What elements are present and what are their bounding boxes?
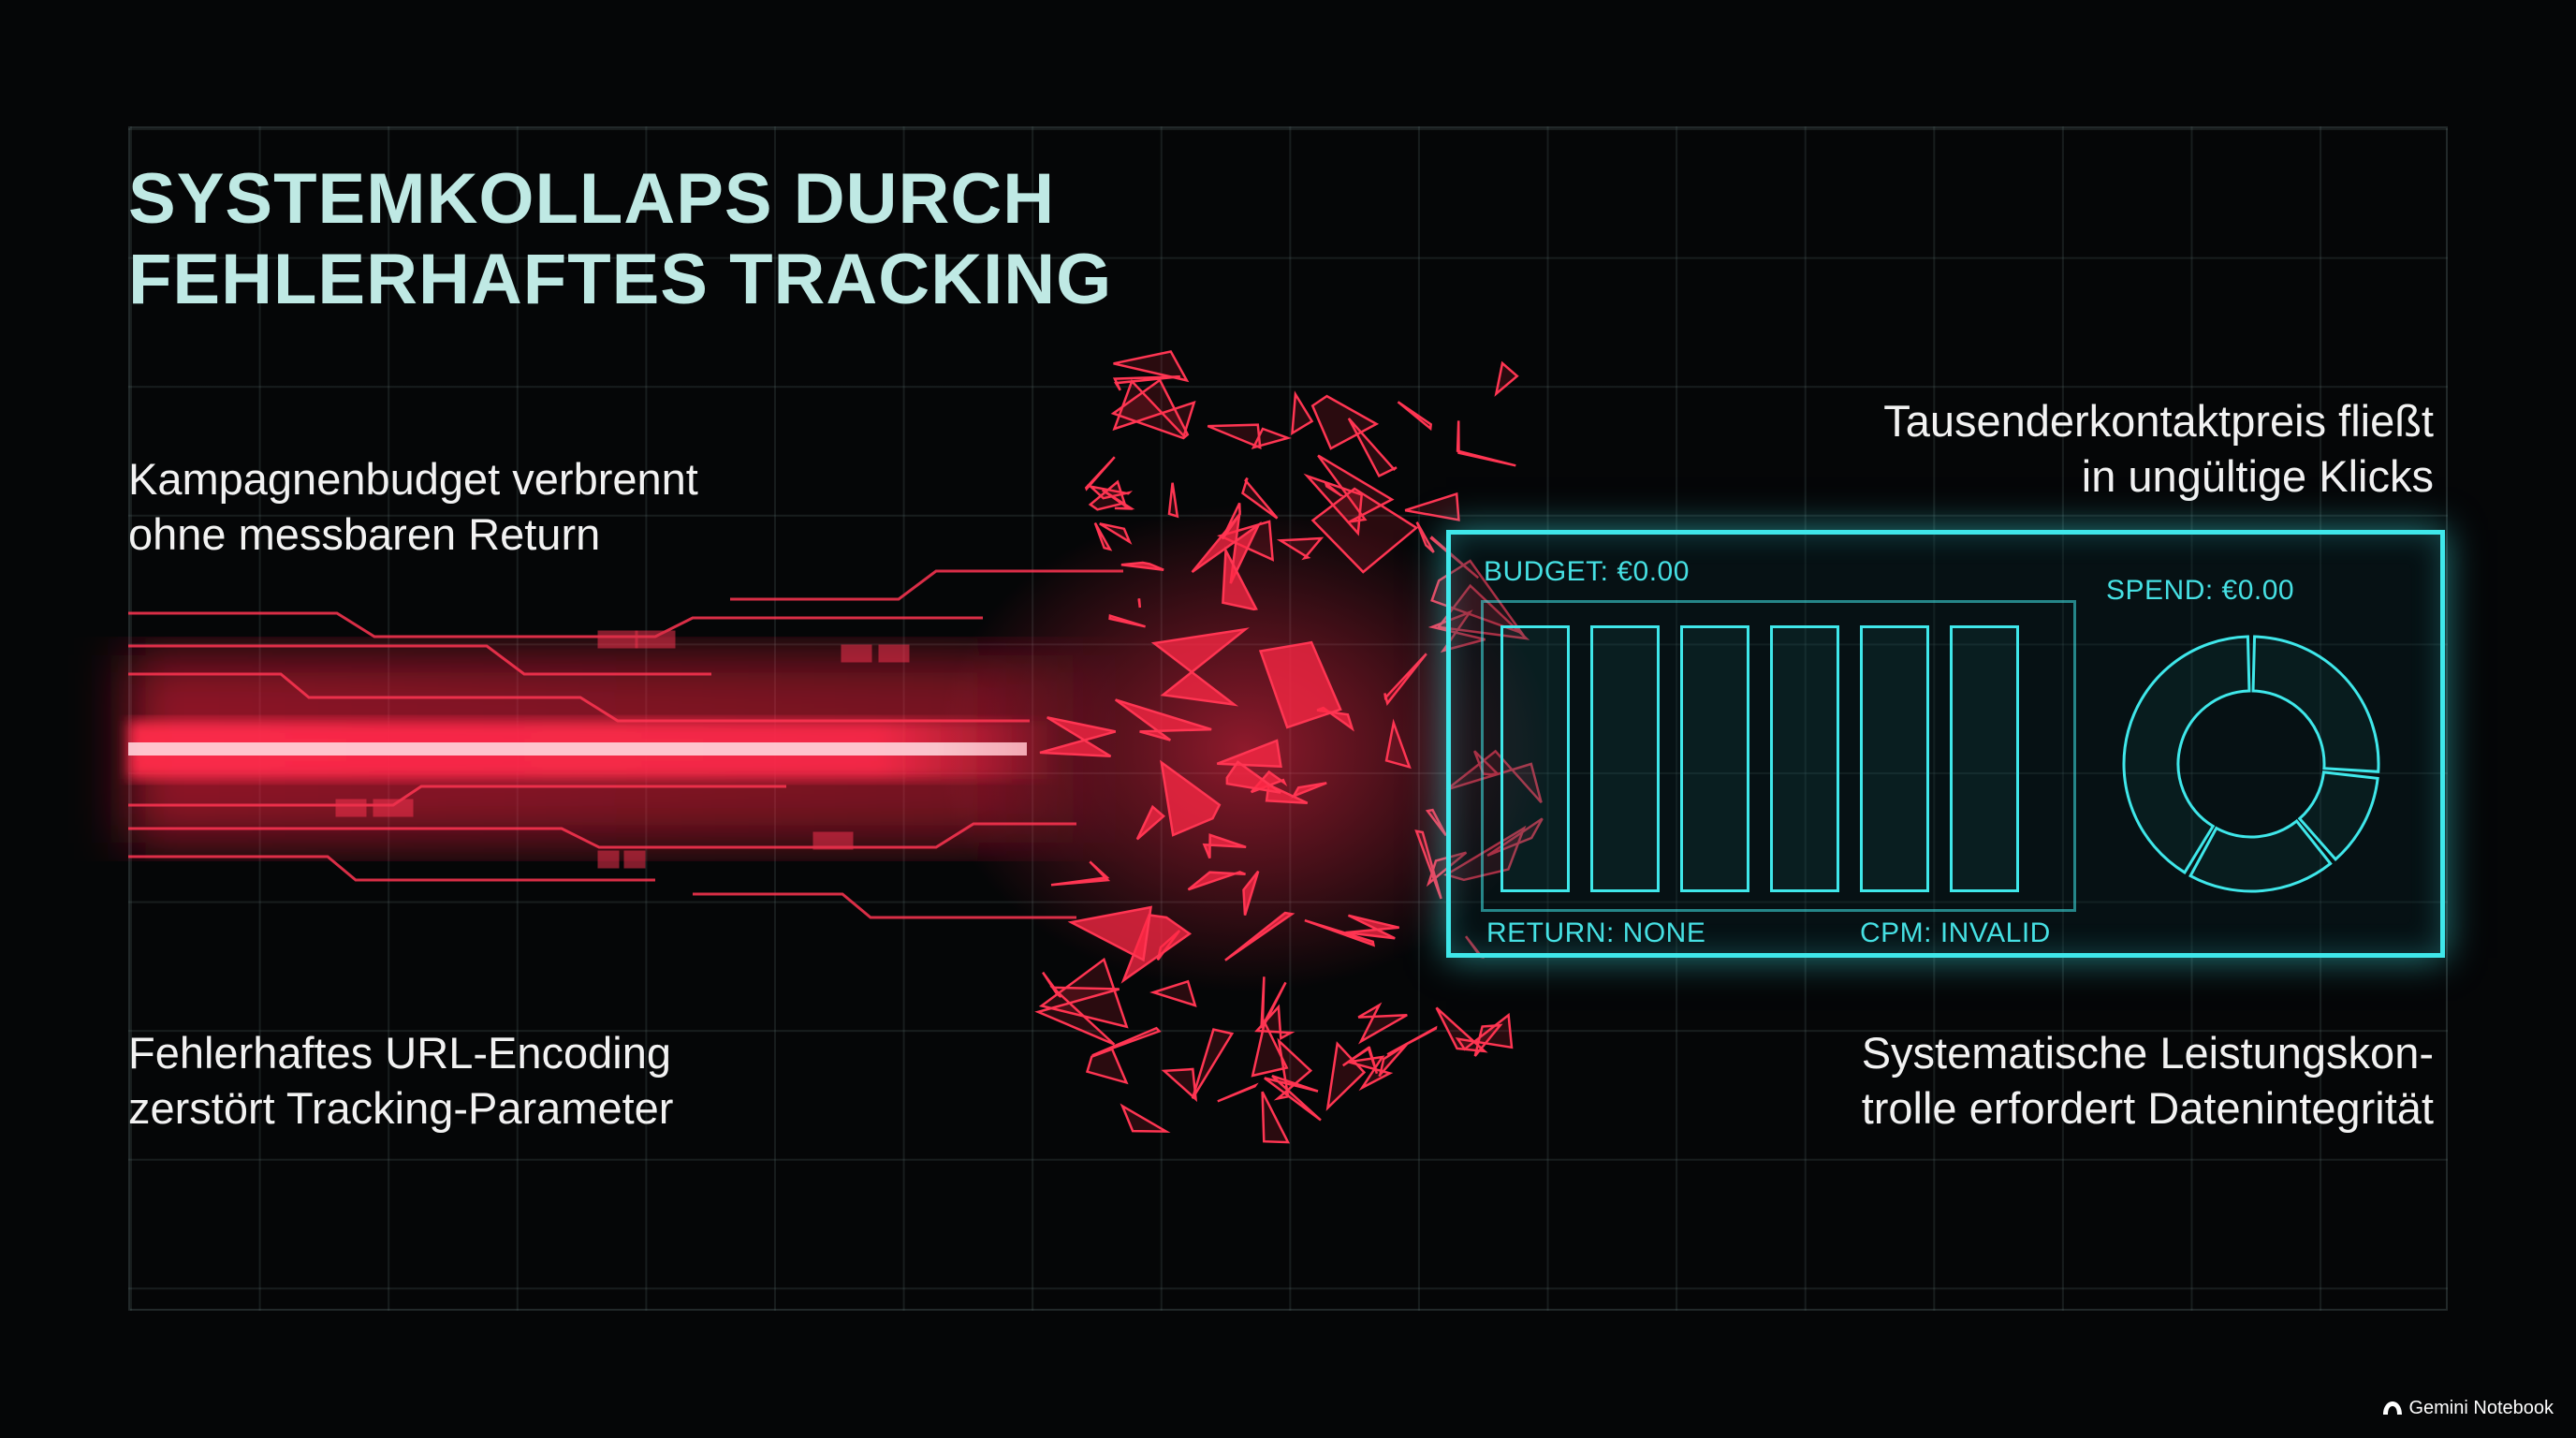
caption-line-1: Tausenderkontaktpreis fließt	[1883, 396, 2434, 446]
caption-line-2: ohne messbaren Return	[128, 509, 601, 559]
caption-line-2: zerstört Tracking-Parameter	[128, 1083, 674, 1133]
budget-readout: BUDGET: €0.00	[1484, 556, 1690, 587]
donut-segment	[2188, 818, 2333, 893]
donut-segment	[2122, 635, 2251, 875]
caption-line-1: Systematische Leistungskon-	[1861, 1028, 2434, 1078]
caption-data-integrity: Systematische Leistungskon- trolle erfor…	[1404, 1025, 2434, 1136]
empty-bar	[1680, 625, 1749, 892]
caption-cpm-invalid-clicks: Tausenderkontaktpreis fließt in ungültig…	[1498, 393, 2434, 504]
empty-bar	[1950, 625, 2019, 892]
branding: Gemini Notebook	[2382, 1397, 2554, 1419]
return-readout: RETURN: NONE	[1486, 917, 1706, 948]
empty-bar	[1500, 625, 1570, 892]
caption-budget-burn: Kampagnenbudget verbrennt ohne messbaren…	[128, 451, 1064, 562]
cpm-readout: CPM: INVALID	[1860, 917, 2051, 948]
slide-title: SYSTEMKOLLAPS DURCH FEHLERHAFTES TRACKIN…	[128, 159, 1251, 320]
donut-segment	[2251, 635, 2380, 773]
caption-line-1: Fehlerhaftes URL-Encoding	[128, 1028, 671, 1078]
donut-segment	[2297, 770, 2379, 861]
branding-label: Gemini Notebook	[2408, 1398, 2554, 1418]
caption-url-encoding: Fehlerhaftes URL-Encoding zerstört Track…	[128, 1025, 1064, 1136]
empty-bar-chart	[1481, 600, 2076, 912]
caption-line-2: trolle erfordert Datenintegrität	[1861, 1083, 2434, 1133]
empty-bar	[1860, 625, 1929, 892]
empty-donut-chart	[2122, 635, 2380, 893]
gemini-notebook-icon	[2383, 1401, 2403, 1415]
title-line-2: FEHLERHAFTES TRACKING	[128, 240, 1113, 319]
dashboard-panel: BUDGET: €0.00 SPEND: €0.00 RETURN: NONE …	[1446, 530, 2445, 958]
empty-bar	[1590, 625, 1660, 892]
empty-bar	[1770, 625, 1839, 892]
caption-line-1: Kampagnenbudget verbrennt	[128, 454, 698, 504]
caption-line-2: in ungültige Klicks	[2081, 451, 2434, 501]
title-line-1: SYSTEMKOLLAPS DURCH	[128, 159, 1056, 239]
spend-readout: SPEND: €0.00	[2106, 575, 2295, 606]
